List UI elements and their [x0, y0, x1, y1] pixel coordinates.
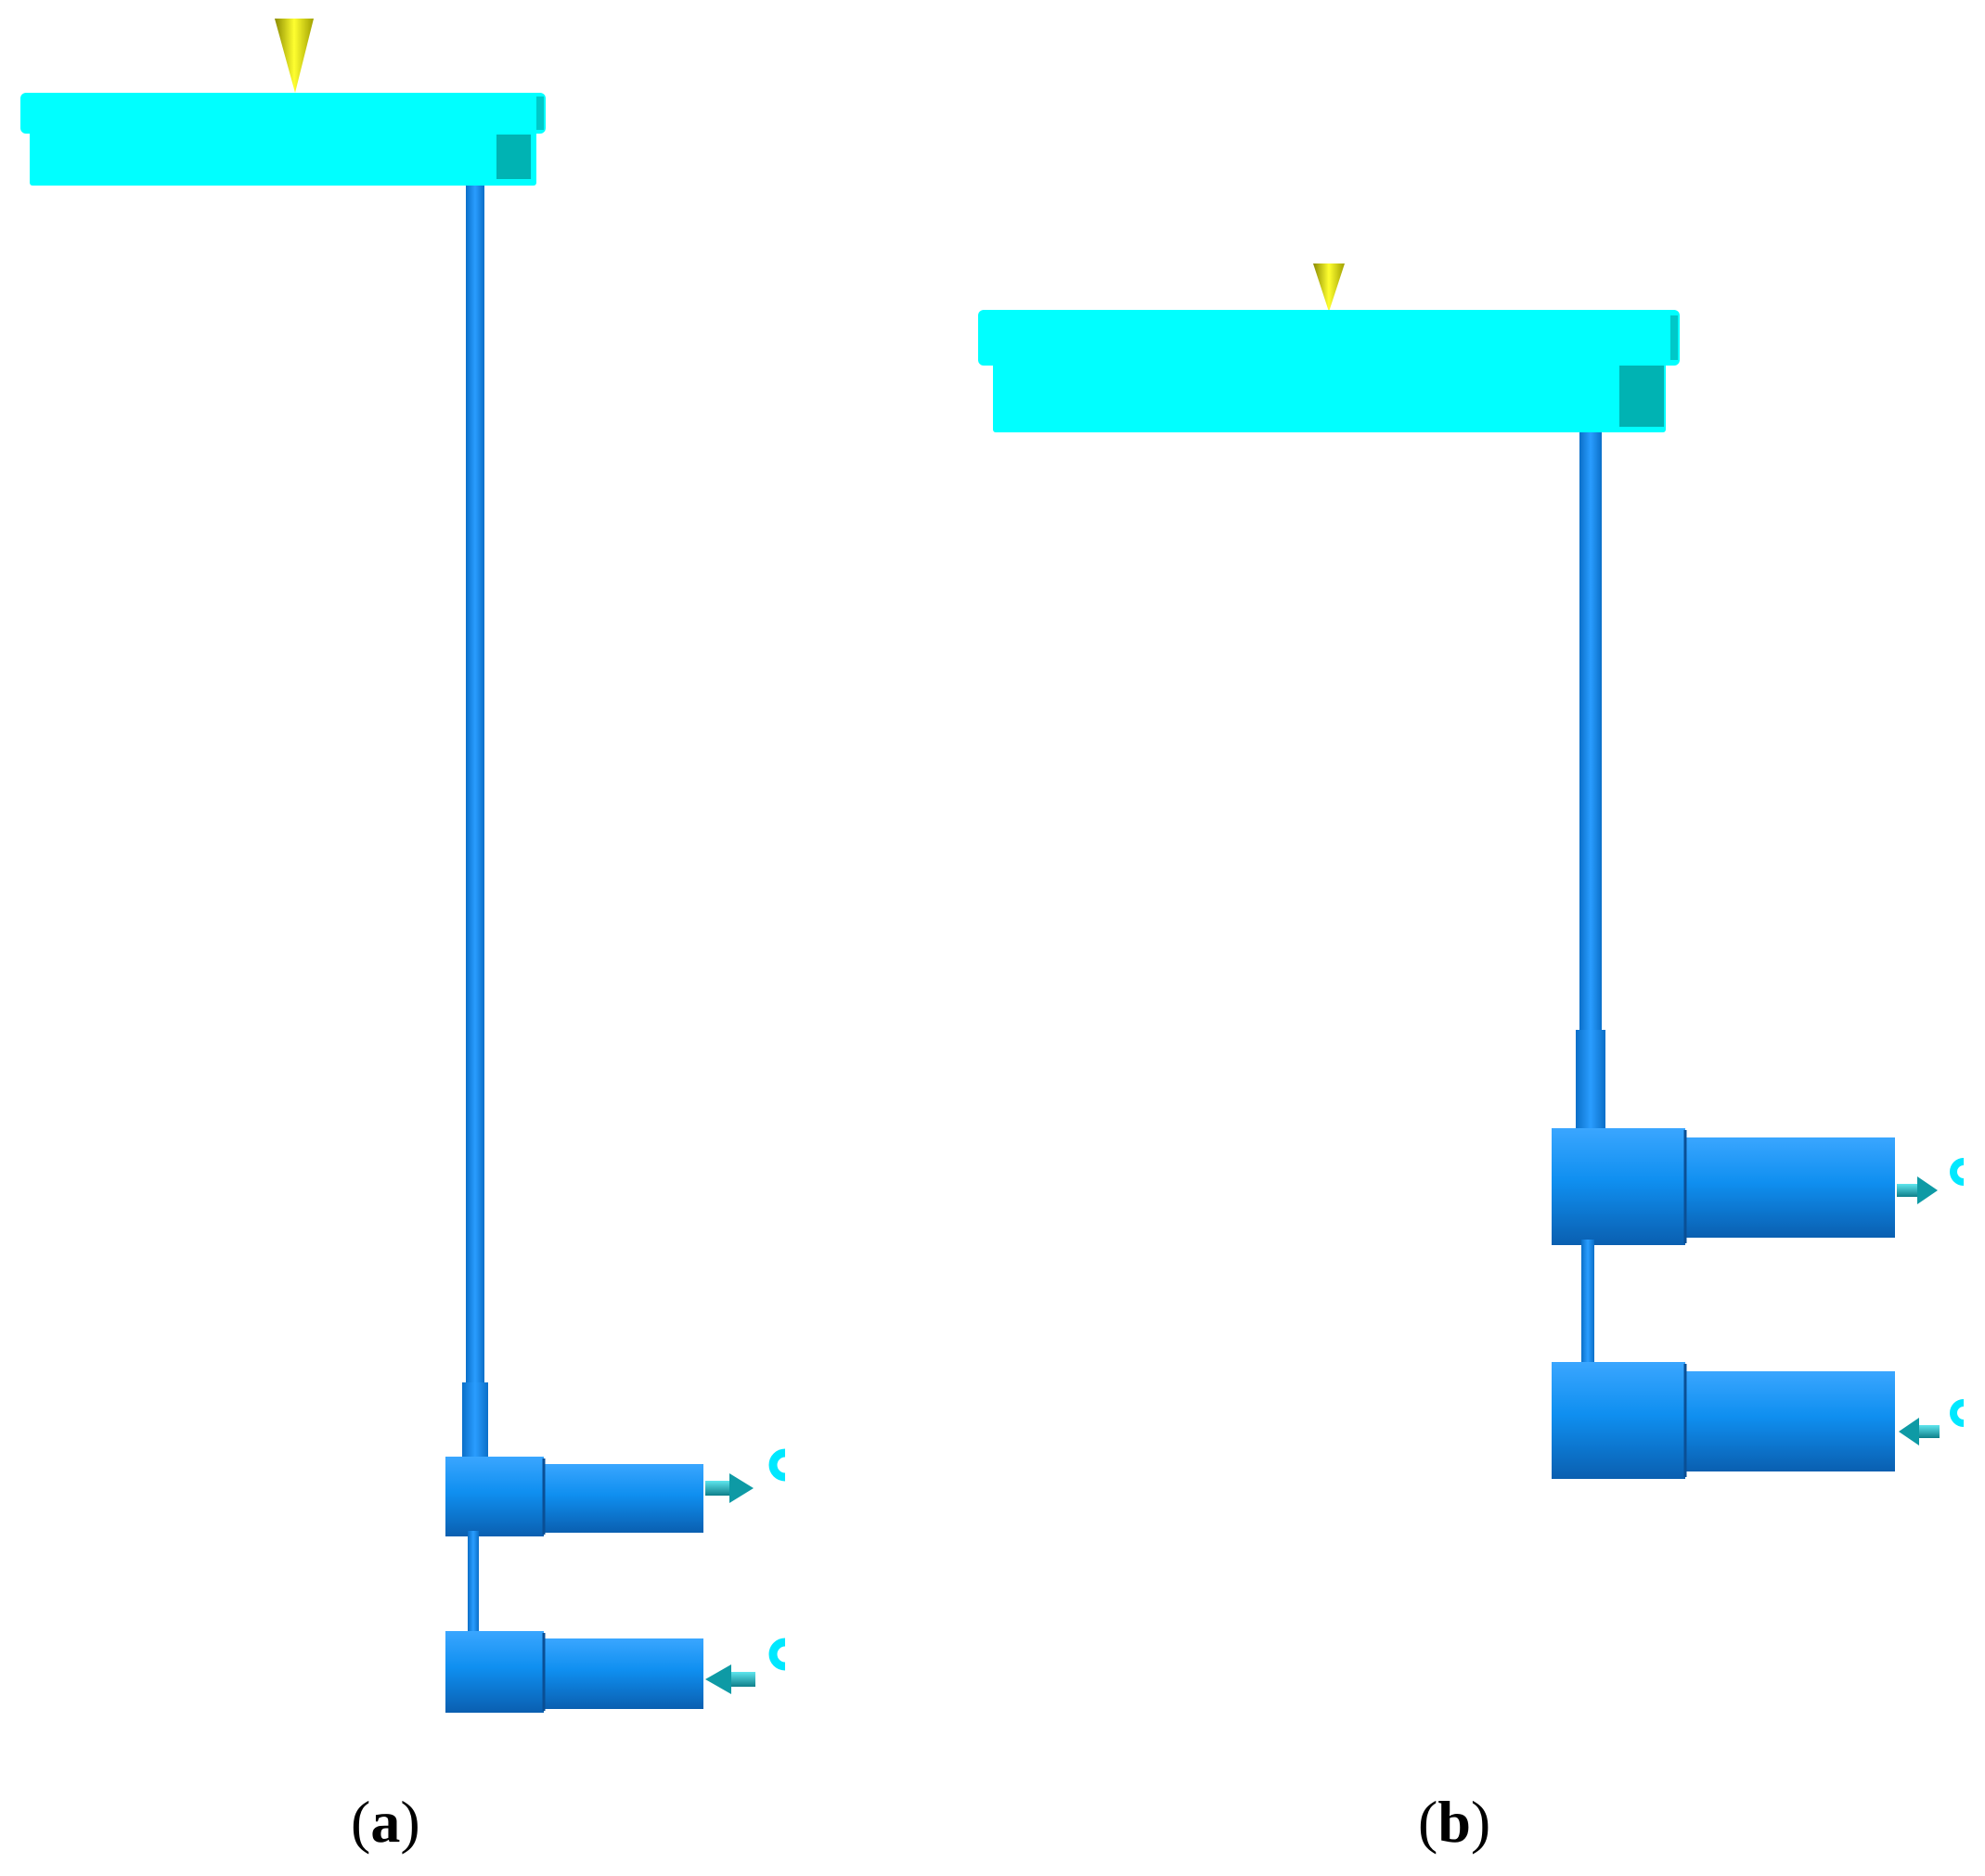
- flow-arrow-icon: [705, 1473, 754, 1503]
- panel-b-label: b: [1437, 1789, 1471, 1855]
- yellow-cone-marker-icon: [1313, 263, 1345, 312]
- flow-arrow-icon: [705, 1664, 755, 1694]
- c-symbol-icon: [1950, 1399, 1965, 1427]
- panel-b: [978, 263, 1965, 1479]
- cyan-plate: [20, 93, 546, 186]
- c-symbol-icon: [1950, 1158, 1965, 1186]
- lower-cylinder: [445, 1631, 703, 1713]
- upper-cylinder: [1552, 1128, 1895, 1245]
- panel-a-label: a: [370, 1789, 401, 1855]
- cyan-plate: [978, 310, 1680, 432]
- pipe-connector: [1576, 1030, 1605, 1132]
- vertical-pipe: [1579, 432, 1602, 1048]
- flow-arrow-icon: [1899, 1418, 1940, 1446]
- panel-a: [20, 19, 786, 1713]
- c-symbol-icon: [768, 1638, 786, 1671]
- upper-cylinder: [445, 1457, 703, 1536]
- yellow-cone-marker-icon: [275, 19, 314, 93]
- link-pipe: [1581, 1240, 1594, 1388]
- lower-cylinder: [1552, 1362, 1895, 1479]
- panel-a-caption: (a): [351, 1789, 420, 1855]
- link-pipe: [468, 1531, 479, 1661]
- vertical-pipe: [466, 186, 484, 1401]
- flow-arrow-icon: [1897, 1176, 1938, 1204]
- panel-b-caption: (b): [1418, 1789, 1491, 1855]
- c-symbol-icon: [768, 1448, 786, 1482]
